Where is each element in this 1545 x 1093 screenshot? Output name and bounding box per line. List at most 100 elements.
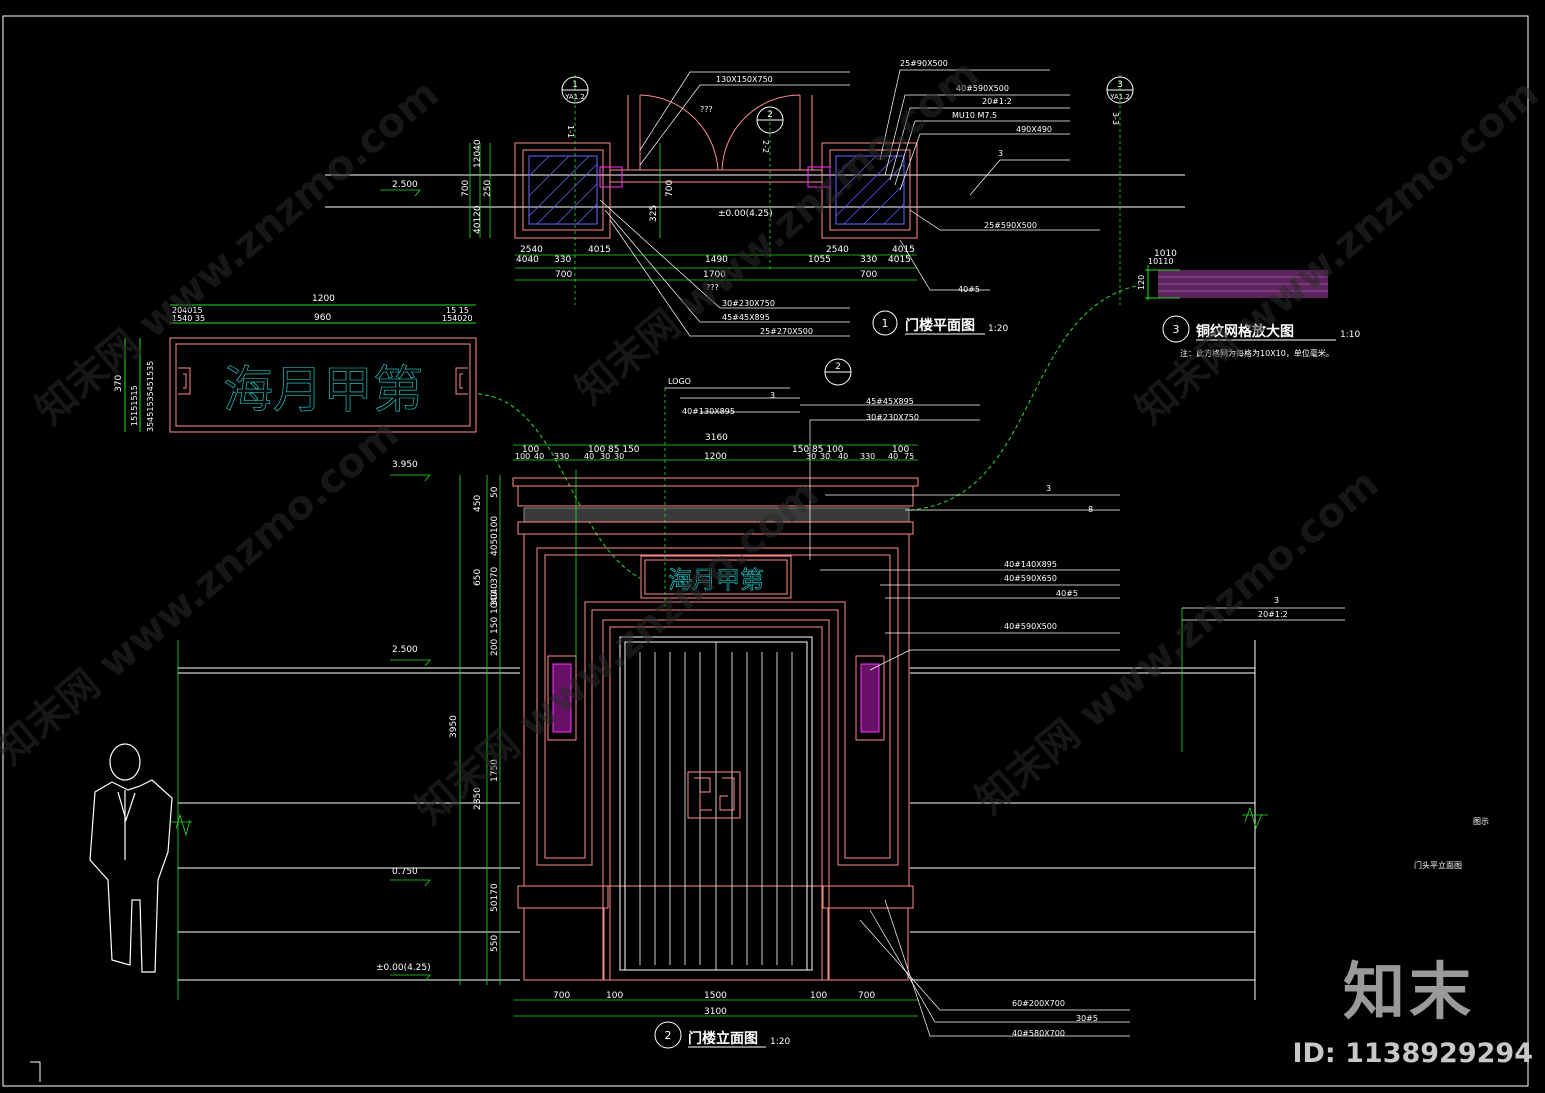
elev-bdim: 100: [810, 991, 827, 1001]
elevation-sign-text: 海月甲第: [668, 566, 764, 594]
plan-label: 40#590X500: [956, 84, 1009, 93]
elev-bdim: 100: [606, 991, 623, 1001]
elev-vdim: 650: [473, 569, 483, 586]
detail-dim: 120: [1137, 275, 1146, 290]
elev-vdim: 3040: [490, 583, 500, 606]
elev-level-zero: ±0.00(4.25): [376, 963, 431, 973]
section-mark-4-num: 2: [835, 362, 841, 372]
plan-label: 30#230X750: [722, 299, 775, 308]
elev-dim: 100: [515, 452, 530, 461]
elev-dim: 30: [806, 452, 816, 461]
elev-vdim: 1040: [490, 591, 500, 614]
sign-callout-leader: [477, 393, 641, 579]
detail-note: 注：此方格网为每格为10X10，单位毫米。: [1180, 348, 1334, 358]
drawing-frame: [2, 15, 1529, 1087]
plan-view: [325, 94, 1185, 239]
elevation-label: 40#130X895: [682, 407, 735, 416]
elev-vdim: 50170: [490, 883, 500, 912]
detail-title: 铜纹网格放大图: [1196, 323, 1294, 340]
elev-dim: 150 85 100: [792, 445, 844, 455]
elev-dim: 100: [522, 445, 539, 455]
human-figure: [89, 743, 173, 973]
elev-dim: 40: [584, 452, 594, 461]
plan-label: 3: [998, 149, 1003, 158]
plan-label-group: 130X150X750 25#90X500 40#590X500 20#1:2 …: [700, 59, 1052, 336]
plan-level-zero: ±0.00(4.25): [718, 209, 773, 219]
elevation-label: 20#1:2: [1258, 610, 1288, 619]
elevation-title-number: 2: [665, 1029, 672, 1042]
plan-dim: 250: [483, 180, 493, 197]
plan-label: ???: [700, 105, 713, 114]
elevation-label: LOGO: [668, 377, 691, 386]
detail-dim: 10110: [1148, 257, 1173, 266]
plan-label: ???: [706, 283, 719, 292]
elevation-label: 40#590X650: [1004, 574, 1057, 583]
mesh-detail: [1145, 265, 1328, 300]
elev-dim: 1200: [704, 452, 727, 462]
elevation-label: 3: [770, 391, 775, 400]
sign-dim-left2: 1540 35: [172, 314, 205, 323]
elev-dim: 30: [600, 452, 610, 461]
plan-label: 130X150X750: [716, 75, 773, 84]
elevation-title: 门楼立面图: [688, 1030, 758, 1047]
elev-vdim: 50: [490, 486, 500, 498]
detail-dim: 1010: [1154, 249, 1177, 259]
sign-detail: [124, 304, 477, 433]
plan-dim: 330: [554, 255, 571, 265]
sign-dim-side2: 35451535451535: [146, 361, 155, 432]
elevation-dim-text: 3160 100 100 85 150 150 85 100 100 100 4…: [376, 433, 914, 1017]
section-mark-2-side: 2-2: [761, 140, 770, 153]
plan-dim: 4015: [888, 255, 911, 265]
plan-dim: 325: [649, 205, 659, 222]
elev-level: 0.750: [392, 867, 418, 877]
elev-dim: 40: [534, 452, 544, 461]
plan-scale: 1:20: [988, 324, 1008, 334]
elev-level: 3.950: [392, 460, 418, 470]
plan-label: 25#90X500: [900, 59, 948, 68]
plan-leaders: [599, 69, 1100, 337]
section-mark-3-side: 3-3: [1111, 112, 1120, 125]
plan-dim: 330: [860, 255, 877, 265]
plan-dim: 700: [555, 270, 572, 280]
elevation-label: 30#230X750: [866, 413, 919, 422]
sign-dim-width: 1200: [312, 294, 335, 304]
elev-vdim: 450: [473, 495, 483, 512]
plan-title-number: 1: [882, 317, 889, 330]
detail-callout-leader: [909, 284, 1141, 511]
elevation-label: 8: [1088, 505, 1093, 514]
detail-title-number: 3: [1173, 323, 1180, 336]
elevation-scale: 1:20: [770, 1037, 790, 1047]
section-mark-1-num: 1: [572, 80, 578, 90]
legend-label: 图示: [1473, 817, 1489, 826]
elev-dim: 30: [820, 452, 830, 461]
elevation-label: 40#5: [1056, 589, 1078, 598]
corner-mark: [30, 1061, 41, 1082]
plan-label: 490X490: [1016, 125, 1052, 134]
sign-dim-height: 370: [114, 375, 124, 392]
plan-dim: 1055: [808, 255, 831, 265]
elev-bdim: 700: [858, 991, 875, 1001]
plan-dim: 700: [665, 180, 675, 197]
elevation-label: 30#5: [1076, 1014, 1098, 1023]
sign-dim-right: 15 15: [446, 306, 469, 315]
section-mark-2: [756, 106, 784, 134]
plan-label: 20#1:2: [982, 97, 1012, 106]
elev-bdim: 1500: [704, 991, 727, 1001]
elevation-label: 40#140X895: [1004, 560, 1057, 569]
elevation-label: 3: [1274, 596, 1279, 605]
plan-dim: 2540: [826, 245, 849, 255]
elevation-label: 60#200X700: [1012, 999, 1065, 1008]
plan-dim: 12040: [473, 139, 483, 168]
section-mark-1: [561, 76, 589, 104]
section-mark-1-ref: YA1.2: [564, 93, 585, 101]
elev-dim: 100: [892, 445, 909, 455]
elevation-label: 45#45X895: [866, 397, 914, 406]
detail-scale: 1:10: [1340, 330, 1360, 340]
sign-dim-left: 204015: [172, 306, 203, 315]
plan-label: MU10 M7.5: [952, 111, 997, 120]
plan-label: 45#45X895: [722, 313, 770, 322]
elev-level: 2.500: [392, 645, 418, 655]
plan-dim: 4040: [516, 255, 539, 265]
elev-vdim: 550: [490, 935, 500, 952]
